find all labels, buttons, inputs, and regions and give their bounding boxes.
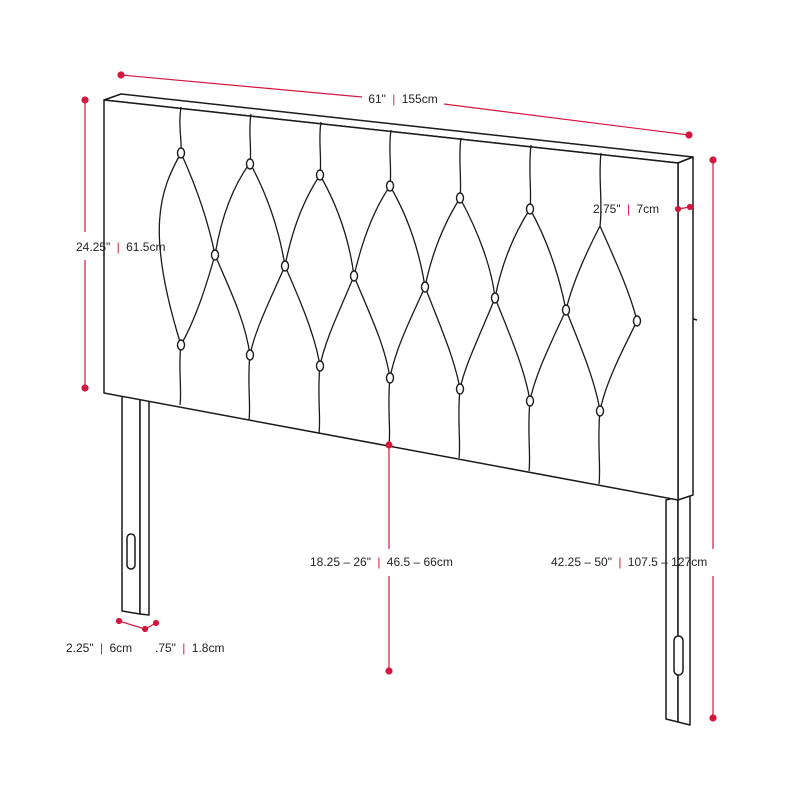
tuft-button [420, 281, 430, 293]
height-endpoint-top [81, 96, 89, 104]
total-height-metric: 107.5 – 127cm [628, 555, 707, 569]
clearance-imperial: 18.25 – 26" [310, 555, 371, 569]
tuft-button [385, 372, 395, 384]
tuft-button [315, 169, 325, 181]
clearance-metric: 46.5 – 66cm [387, 555, 453, 569]
left-leg-side [139, 395, 150, 616]
left-leg-slot [126, 533, 136, 570]
leg-thickness-imperial: .75" [155, 641, 176, 655]
tuft-button [632, 315, 642, 327]
width-endpoint-left [117, 71, 125, 79]
leg-thickness-metric: 1.8cm [192, 641, 225, 655]
tuft-button [525, 395, 535, 407]
tuft-button [525, 203, 535, 215]
clearance-endpoint-top [385, 441, 393, 449]
right-leg-slot [673, 635, 684, 676]
headboard-illustration [103, 93, 698, 726]
tuft-button [455, 192, 465, 204]
panel-front [103, 99, 679, 501]
tuft-button [315, 360, 325, 372]
right-leg-side [677, 493, 691, 726]
separator: | [117, 240, 120, 254]
total-height-imperial: 42.25 – 50" [551, 555, 612, 569]
separator: | [618, 555, 621, 569]
total-height-endpoint-bottom [709, 714, 717, 722]
leg-thickness-endpoint-right [152, 619, 160, 627]
clearance-label: 18.25 – 26" | 46.5 – 66cm [310, 555, 453, 569]
leg-width-line [118, 620, 146, 630]
separator: | [392, 92, 395, 106]
tuft-button [595, 405, 605, 417]
width-dimension-line-left [120, 74, 363, 98]
leg-thickness-label: .75" | 1.8cm [155, 641, 224, 655]
width-dimension-line-right [443, 103, 690, 136]
depth-imperial: 2.75" [593, 202, 621, 216]
leg-width-endpoint-left [115, 617, 123, 625]
separator: | [627, 202, 630, 216]
tuft-button [385, 180, 395, 192]
clearance-endpoint-bottom [385, 667, 393, 675]
tuft-button [561, 304, 571, 316]
separator: | [100, 641, 103, 655]
total-height-endpoint-top [709, 156, 717, 164]
tuft-button [176, 339, 186, 351]
depth-endpoint-left [674, 205, 682, 213]
height-metric: 61.5cm [126, 240, 165, 254]
tuft-button [280, 260, 290, 272]
leg-width-imperial: 2.25" [66, 641, 94, 655]
height-endpoint-bottom [81, 384, 89, 392]
dimension-lines [81, 71, 717, 722]
tuft-button [245, 158, 255, 170]
tuft-button [349, 270, 359, 282]
separator: | [377, 555, 380, 569]
leg-width-endpoint-mid [141, 625, 149, 633]
height-imperial: 24.25" [76, 240, 110, 254]
dimension-labels: 61" | 155cm 24.25" | 61.5cm 2.75" | 7cm … [66, 92, 707, 655]
depth-endpoint-right [686, 203, 694, 211]
tuft-button [210, 249, 220, 261]
left-leg [121, 392, 141, 615]
tuft-button [245, 349, 255, 361]
leg-width-label: 2.25" | 6cm [66, 641, 132, 655]
width-metric: 155cm [402, 92, 438, 106]
width-imperial: 61" [368, 92, 386, 106]
separator: | [182, 641, 185, 655]
right-leg [665, 496, 679, 723]
depth-metric: 7cm [636, 202, 659, 216]
tuft-button [490, 292, 500, 304]
tuft-button [455, 383, 465, 395]
width-endpoint-right [685, 131, 693, 139]
tufting-buttons [176, 147, 642, 417]
width-label: 61" | 155cm [368, 92, 437, 106]
total-height-label: 42.25 – 50" | 107.5 – 127cm [551, 555, 707, 569]
tuft-button [176, 147, 186, 159]
height-label: 24.25" | 61.5cm [76, 240, 165, 254]
leg-width-metric: 6cm [109, 641, 132, 655]
depth-label: 2.75" | 7cm [593, 202, 659, 216]
